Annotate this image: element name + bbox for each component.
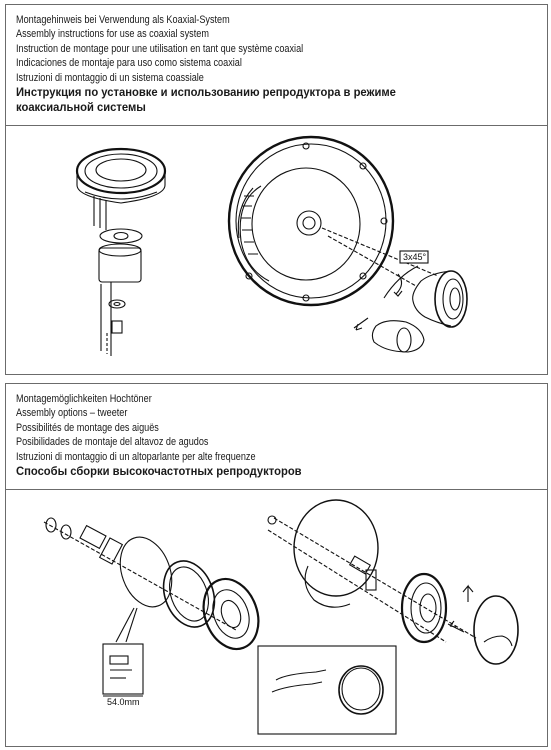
instruction-line-it: Istruzioni di montaggio di un sistema co… [16, 71, 204, 84]
coaxial-instructions-panel: Montagehinweis bei Verwendung als Koaxia… [5, 4, 548, 375]
instruction-line-ru-2: коаксиальной системы [16, 100, 146, 115]
mounting-clips-inset [257, 645, 397, 735]
tweeter-line-de: Montagemöglichkeiten Hochtöner [16, 393, 152, 405]
coaxial-instructions-header: Montagehinweis bei Verwendung als Koaxia… [6, 5, 547, 126]
cutout-dimension-label: 54.0mm [107, 697, 140, 707]
tweeter-line-fr: Possibilités de montage des aiguës [16, 421, 159, 434]
tweeter-line-it: Istruzioni di montaggio di un altoparlan… [16, 450, 256, 463]
cutout-template-box [102, 643, 144, 695]
woofer-coaxial-assembly [227, 135, 468, 353]
surface-mount-exploded [267, 499, 519, 665]
instruction-line-fr: Instruction de montage pour une utilisat… [16, 42, 304, 55]
tweeter-assembly-figure: 54.0mm [6, 490, 547, 746]
tweeter-options-header: Montagemöglichkeiten Hochtöner Assembly … [6, 384, 547, 490]
tweeter-exploded-post [75, 147, 167, 356]
tweeter-line-en: Assembly options – tweeter [16, 407, 128, 420]
tweeter-assembly-drawing: 54.0mm [43, 499, 519, 735]
screw-angle-label: 3x45° [403, 252, 427, 262]
instruction-line-ru-1: Инструкция по установке и использованию … [16, 85, 396, 100]
tweeter-line-es: Posibilidades de montaje del altavoz de … [16, 436, 209, 449]
coaxial-assembly-drawing: 3x45° [75, 135, 468, 356]
flush-mount-exploded [43, 517, 260, 697]
coaxial-assembly-figure: 3x45° [6, 126, 547, 374]
tweeter-options-panel: Montagemöglichkeiten Hochtöner Assembly … [5, 383, 548, 747]
instruction-line-de: Montagehinweis bei Verwendung als Koaxia… [16, 14, 230, 26]
instruction-line-es: Indicaciones de montaje para uso como si… [16, 57, 242, 70]
instruction-line-en: Assembly instructions for use as coaxial… [16, 28, 209, 41]
tweeter-line-ru: Способы сборки высокочастотных репродукт… [16, 464, 302, 479]
